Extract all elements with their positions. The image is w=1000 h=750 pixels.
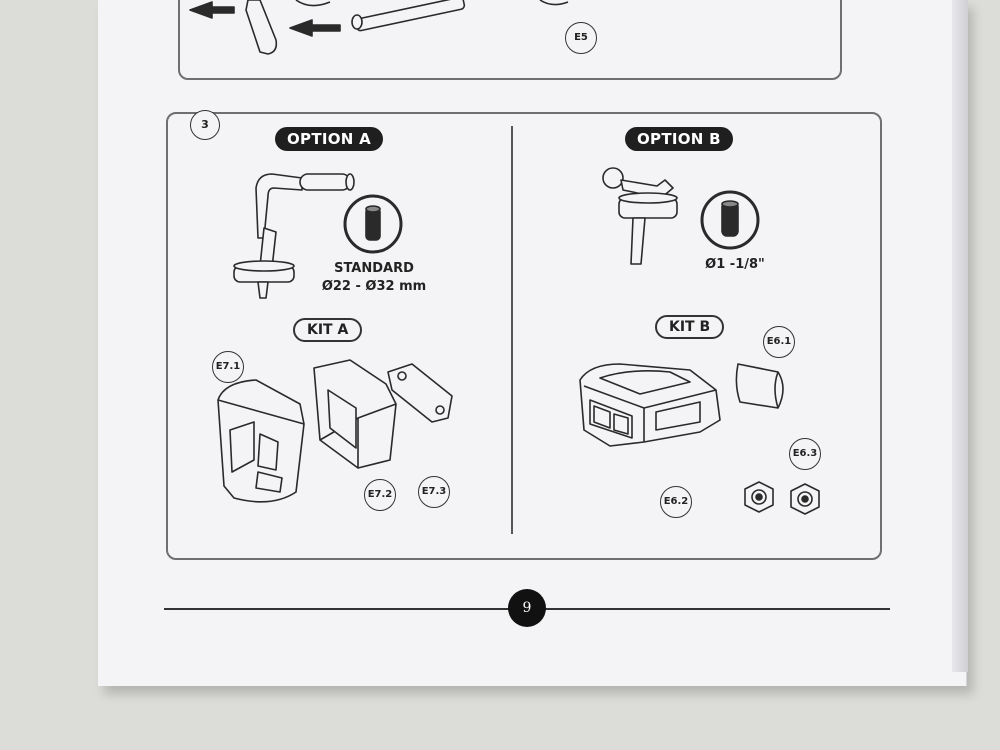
page-number: 9 — [508, 589, 546, 627]
previous-step-box — [178, 0, 842, 80]
handlebar-illustration — [233, 173, 355, 299]
part-label-e6-1: E6.1 — [763, 326, 795, 358]
part-label-e5: E5 — [565, 22, 597, 54]
previous-step-illustration — [189, 0, 569, 55]
option-a-title: OPTION A — [275, 127, 384, 151]
option-b-title: OPTION B — [625, 127, 733, 151]
option-a-spec-line2: Ø22 - Ø32 mm — [321, 279, 427, 294]
option-a-spec: STANDARD Ø22 - Ø32 mm — [308, 260, 440, 296]
step-3-box — [166, 112, 882, 560]
part-label-e6-2: E6.2 — [660, 486, 692, 518]
nut-icon-2 — [790, 483, 820, 515]
part-label-e6-3: E6.3 — [789, 438, 821, 470]
part-label-e7-3: E7.3 — [418, 476, 450, 508]
page-edge — [952, 0, 968, 672]
standard-tube-icon — [343, 194, 403, 254]
oversize-tube-icon — [700, 190, 760, 250]
kit-a-illustration — [217, 359, 453, 503]
nut-icon — [744, 481, 774, 513]
option-b-spec: Ø1 -1/8" — [705, 257, 765, 272]
stem-illustration — [602, 167, 678, 265]
kit-b-shim-illustration — [735, 363, 784, 409]
step-number-badge: 3 — [190, 110, 220, 140]
kit-a-label: KIT A — [293, 318, 363, 342]
option-divider — [511, 126, 513, 534]
part-label-e7-1: E7.1 — [212, 351, 244, 383]
kit-b-illustration — [579, 363, 721, 447]
kit-b-label: KIT B — [655, 315, 725, 339]
option-a-spec-line1: STANDARD — [334, 261, 414, 276]
part-label-e7-2: E7.2 — [364, 479, 396, 511]
manual-page — [98, 0, 967, 686]
